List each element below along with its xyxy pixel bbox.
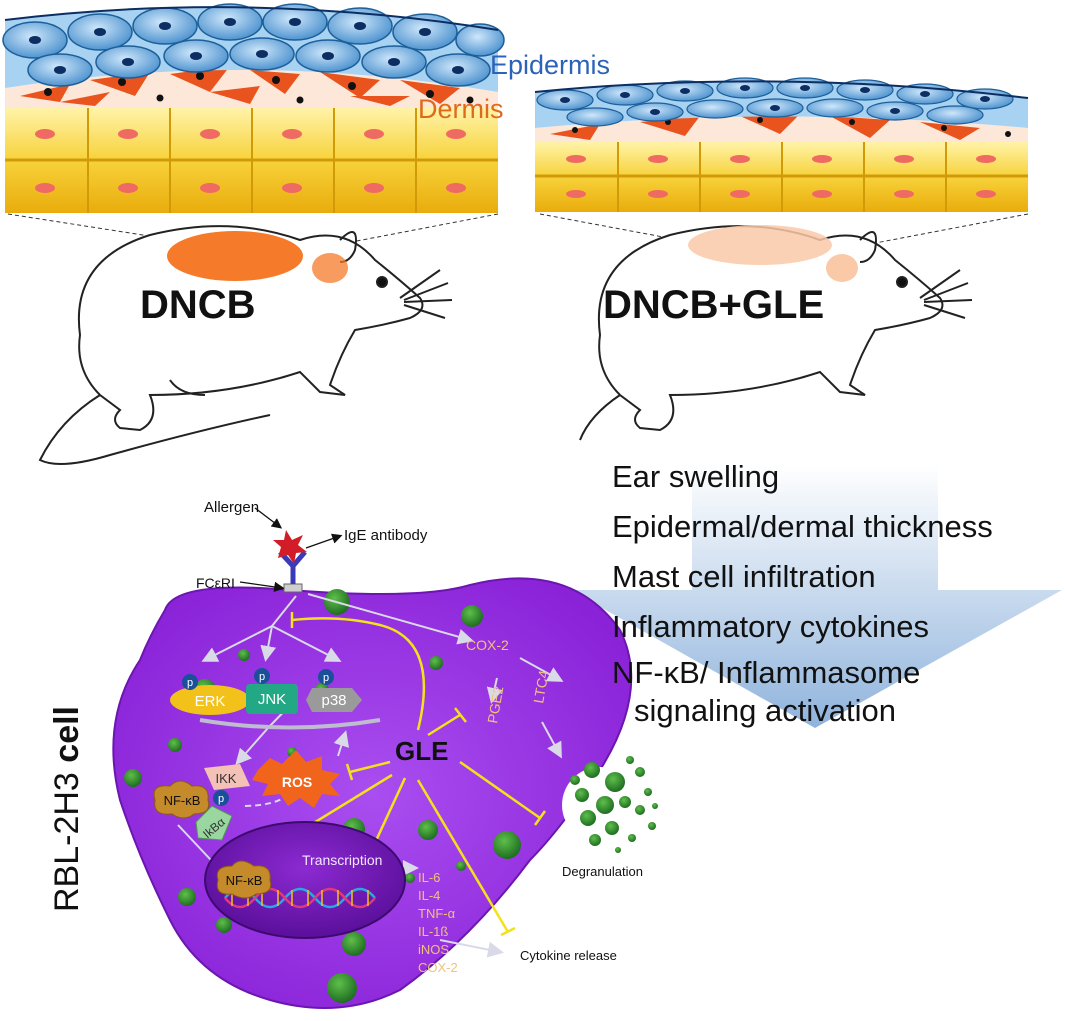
effect-item: Mast cell infiltration	[612, 559, 876, 594]
cell-title-name: RBL-2H3	[48, 763, 86, 912]
erk-node: ERK p	[170, 674, 250, 715]
receptor-complex	[273, 530, 307, 593]
allergen-label: Allergen	[204, 499, 259, 516]
ikk-phospho-label: p	[218, 793, 224, 805]
right-lesion	[688, 225, 832, 265]
nfkb-label: NF-κB	[164, 793, 201, 808]
nfkb-nuclear-node	[216, 860, 272, 899]
jnk-phospho-label: p	[259, 671, 265, 683]
effect-item: NF-κB/ Inflammasome	[612, 655, 921, 690]
jnk-node: JNK p	[246, 668, 298, 714]
effects-list: Ear swelling Epidermal/dermal thickness …	[612, 452, 1052, 732]
jnk-label: JNK	[258, 691, 286, 708]
gle-label: GLE	[395, 736, 448, 766]
degranulation-label: Degranulation	[562, 864, 643, 879]
cell-title: RBL-2H3 cell	[48, 706, 86, 912]
right-skin-section	[534, 77, 1029, 253]
ikk-node: IKK p	[204, 764, 250, 806]
ros-label: ROS	[282, 774, 312, 790]
p38-phospho-label: p	[323, 672, 329, 684]
cell-title-word: cell	[48, 706, 86, 763]
dermis-label: Dermis	[418, 94, 504, 124]
ikba-node: IkBα	[195, 805, 233, 841]
ltc4-label: LTC4	[530, 669, 552, 705]
left-epidermis-layer	[2, 3, 505, 93]
effect-item: Inflammatory cytokines	[612, 609, 929, 644]
effect-item: Epidermal/dermal thickness	[612, 509, 993, 544]
group-label-right: DNCB+GLE	[603, 283, 824, 327]
cytokine-list: IL-6 IL-4 TNF-α IL-1ß iNOS COX-2	[418, 870, 458, 975]
fceri-receptor	[283, 583, 303, 593]
cytokine-item: IL-1ß	[418, 924, 448, 939]
nucleus: NF-κB	[204, 821, 406, 939]
right-epidermis-layer	[534, 77, 1029, 128]
left-dermis-layer	[5, 66, 498, 108]
epidermis-label: Epidermis	[490, 50, 610, 80]
allergen-star-icon	[273, 530, 307, 564]
ige-label: IgE antibody	[344, 527, 428, 544]
left-fat-layer	[5, 108, 498, 213]
mapk-bar	[199, 718, 381, 730]
cytokine-item: COX-2	[418, 960, 458, 975]
erk-phospho-label: p	[187, 677, 193, 689]
effect-item: signaling activation	[634, 693, 896, 728]
group-label-left: DNCB	[140, 283, 256, 327]
p38-node: p38 p	[306, 669, 362, 712]
right-ear	[826, 254, 858, 282]
cox2-label: COX-2	[466, 637, 509, 653]
cytokine-item: IL-4	[418, 888, 440, 903]
ikk-label: IKK	[216, 771, 237, 786]
right-fat-layer	[535, 142, 1028, 212]
cytokine-item: TNF-α	[418, 906, 456, 921]
p38-label: p38	[321, 692, 346, 709]
left-skin-section: Epidermis Dermis	[2, 3, 610, 249]
left-ear-swelling	[312, 253, 348, 283]
nfkb-nucleus-label: NF-κB	[226, 873, 263, 888]
cytokine-item: IL-6	[418, 870, 440, 885]
pge2-label: PGE2	[484, 685, 506, 725]
granules	[124, 589, 521, 1003]
transcription-label: Transcription	[302, 852, 382, 868]
erk-label: ERK	[195, 693, 226, 710]
right-dermis-layer	[535, 114, 1028, 142]
decrease-arrow	[570, 465, 1062, 728]
degranulation-group	[562, 756, 658, 853]
left-lesion	[167, 231, 303, 281]
effect-item: Ear swelling	[612, 459, 780, 494]
fceri-label: FCεRI	[196, 575, 235, 591]
cytokine-item: iNOS	[418, 942, 449, 957]
ros-node: ROS	[252, 750, 340, 808]
cytokine-release-label: Cytokine release	[520, 948, 617, 963]
nfkb-cytoplasm-node: NF-κB	[153, 780, 210, 819]
